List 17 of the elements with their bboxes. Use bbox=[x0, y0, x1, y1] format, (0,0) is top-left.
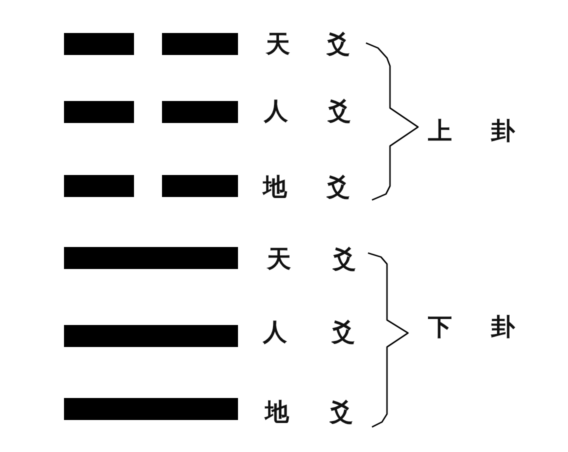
bar bbox=[64, 33, 134, 55]
bar bbox=[64, 175, 134, 197]
bar bbox=[162, 175, 238, 197]
line-label: 人爻 bbox=[264, 99, 351, 123]
bar bbox=[64, 325, 238, 347]
bar bbox=[64, 398, 238, 420]
line-label: 地爻 bbox=[263, 175, 350, 199]
bar bbox=[64, 101, 134, 123]
trigram-label: 下卦 bbox=[428, 315, 515, 339]
bar bbox=[64, 247, 238, 269]
bar bbox=[162, 33, 238, 55]
line-label: 地爻 bbox=[265, 400, 353, 424]
bar bbox=[162, 101, 238, 123]
trigram-label: 上卦 bbox=[428, 119, 515, 143]
line-label: 天爻 bbox=[267, 247, 356, 271]
line-label: 天爻 bbox=[266, 32, 350, 56]
line-label: 人爻 bbox=[263, 320, 355, 344]
